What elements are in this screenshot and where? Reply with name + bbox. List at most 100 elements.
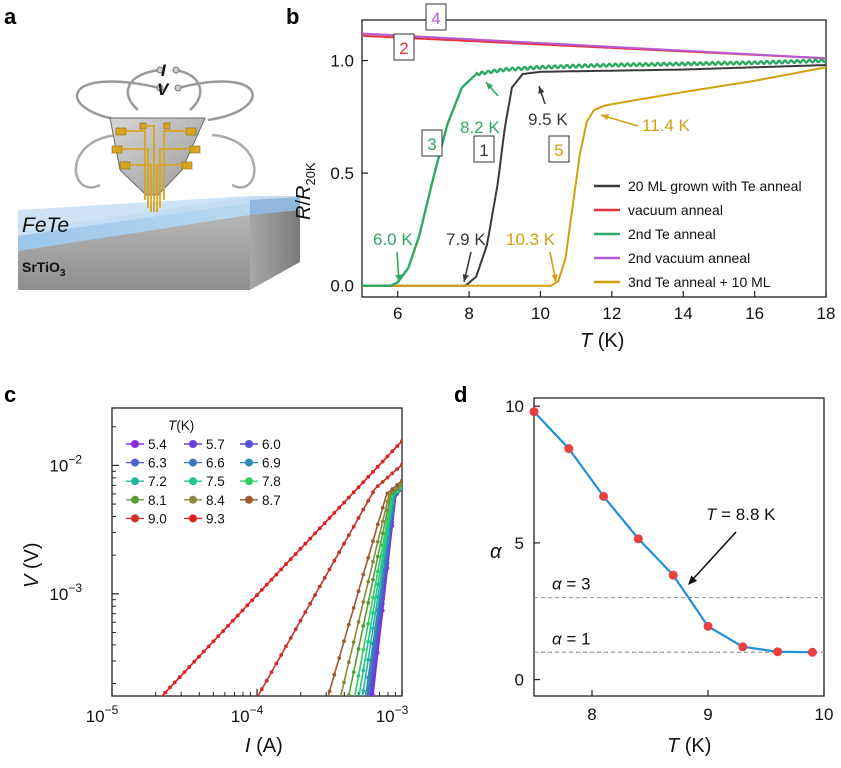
b-tag-label: 4 xyxy=(431,9,440,28)
c-series-point xyxy=(192,659,197,664)
c-series-point xyxy=(274,661,279,666)
b-legend-label: vacuum anneal xyxy=(628,202,723,218)
b-tag-label: 3 xyxy=(427,135,436,154)
c-xtick-label: 10−3 xyxy=(376,703,409,726)
c-legend-label: 7.2 xyxy=(148,474,167,489)
c-series-point xyxy=(371,595,375,600)
c-legend-label: 6.0 xyxy=(262,437,281,452)
b-legend-label: 3nd Te anneal + 10 ML xyxy=(628,274,771,290)
c-series-point xyxy=(366,639,371,644)
fete-film xyxy=(18,200,250,251)
c-series-point xyxy=(245,603,250,608)
b-xtick-label: 12 xyxy=(602,304,621,323)
c-series-point xyxy=(259,588,264,592)
c-series-point xyxy=(375,484,380,488)
c-series-point xyxy=(366,700,370,704)
d-hline-rest: = 1 xyxy=(562,629,591,648)
b-arrow-head xyxy=(462,274,469,282)
c-series-point xyxy=(293,627,298,632)
b-temp-label: 11.4 K xyxy=(642,116,691,135)
d-xtick-label: 9 xyxy=(703,705,712,724)
d-xlabel-unit: (K) xyxy=(679,735,711,757)
b-ytick-label: 0.5 xyxy=(330,164,354,183)
d-arrow-head xyxy=(688,575,698,585)
b-ylabel-num: R xyxy=(293,206,315,220)
c-series-point xyxy=(361,647,366,652)
c-legend-dot xyxy=(189,440,197,448)
c-series-point xyxy=(322,521,327,526)
c-legend-label: 9.0 xyxy=(148,511,167,526)
c-series-point xyxy=(385,508,390,513)
b-ylabel: R/R20K xyxy=(293,162,318,220)
c-series-point xyxy=(327,516,332,520)
c-series-point xyxy=(371,577,375,582)
c-series-point xyxy=(332,511,337,515)
c-legend-dot xyxy=(189,514,197,523)
d-data-point xyxy=(807,647,817,657)
b-xtick-label: 18 xyxy=(817,304,836,323)
c-legend-label: 8.4 xyxy=(206,493,225,508)
c-series-point xyxy=(351,670,356,674)
b-xtick-label: 6 xyxy=(393,304,402,323)
panel-a-label: a xyxy=(4,4,17,29)
c-series-point xyxy=(366,579,371,584)
c-legend-title-var: T xyxy=(168,418,178,433)
c-legend-label: 8.1 xyxy=(148,493,167,508)
c-legend-label: 7.8 xyxy=(262,474,281,489)
c-series-point xyxy=(375,595,380,600)
c-series-point xyxy=(351,606,356,610)
c-series-point xyxy=(390,487,395,492)
d-xtick-label: 8 xyxy=(587,705,596,724)
b-legend-label: 2nd vacuum anneal xyxy=(628,250,750,266)
c-series-point xyxy=(259,687,264,692)
c-series-point xyxy=(342,500,346,505)
c-series-point xyxy=(400,439,402,443)
b-xtick-label: 14 xyxy=(674,304,693,323)
c-series-point xyxy=(303,610,308,615)
wire-ends xyxy=(156,66,182,92)
fete-film-right xyxy=(250,197,300,215)
c-ytick-exp: −3 xyxy=(68,581,82,595)
c-series-point xyxy=(371,490,375,495)
b-ylabel-sub: 20K xyxy=(303,162,318,185)
c-series-point xyxy=(395,467,400,471)
d-annotation-sym: T xyxy=(706,505,718,524)
c-series-point xyxy=(163,690,168,695)
c-series-point xyxy=(327,689,332,694)
c-series-point xyxy=(346,533,351,537)
b-temp-label: 7.9 K xyxy=(446,230,486,249)
d-hline-sym: α xyxy=(552,629,563,648)
c-legend-title: T(K) xyxy=(168,418,194,433)
b-arrow-head xyxy=(486,82,494,90)
c-legend-dot xyxy=(131,458,139,467)
panel-c-label: c xyxy=(4,382,16,407)
d-hline-rest: = 3 xyxy=(562,575,591,594)
c-series-point xyxy=(332,558,337,563)
c-series-point xyxy=(371,539,375,543)
c-series-point xyxy=(206,644,211,649)
c-series-point xyxy=(375,522,380,527)
c-curves xyxy=(159,439,402,704)
d-ylabel: α xyxy=(490,541,502,563)
d-annotation-rest: = 8.8 K xyxy=(716,505,776,524)
c-legend-dot xyxy=(131,440,139,448)
c-series-point xyxy=(308,536,313,541)
c-series-point xyxy=(380,480,385,484)
c-xlabel-var: I xyxy=(245,735,251,757)
d-data-point xyxy=(529,407,539,417)
b-legend-label: 20 ML grown with Te anneal xyxy=(628,178,802,194)
c-series-point xyxy=(342,680,346,685)
d-ytick-label: 5 xyxy=(515,534,524,553)
c-series-point xyxy=(211,639,216,644)
c-series-point xyxy=(288,636,293,640)
c-legend-dot xyxy=(131,514,139,523)
substrate-label-sub: 3 xyxy=(60,268,66,279)
c-series-point xyxy=(230,618,235,623)
d-hline-label: α = 1 xyxy=(552,629,591,648)
d-xlabel-var: T xyxy=(667,735,681,757)
c-series-point xyxy=(346,622,351,627)
b-temp-label: 9.5 K xyxy=(528,110,568,129)
